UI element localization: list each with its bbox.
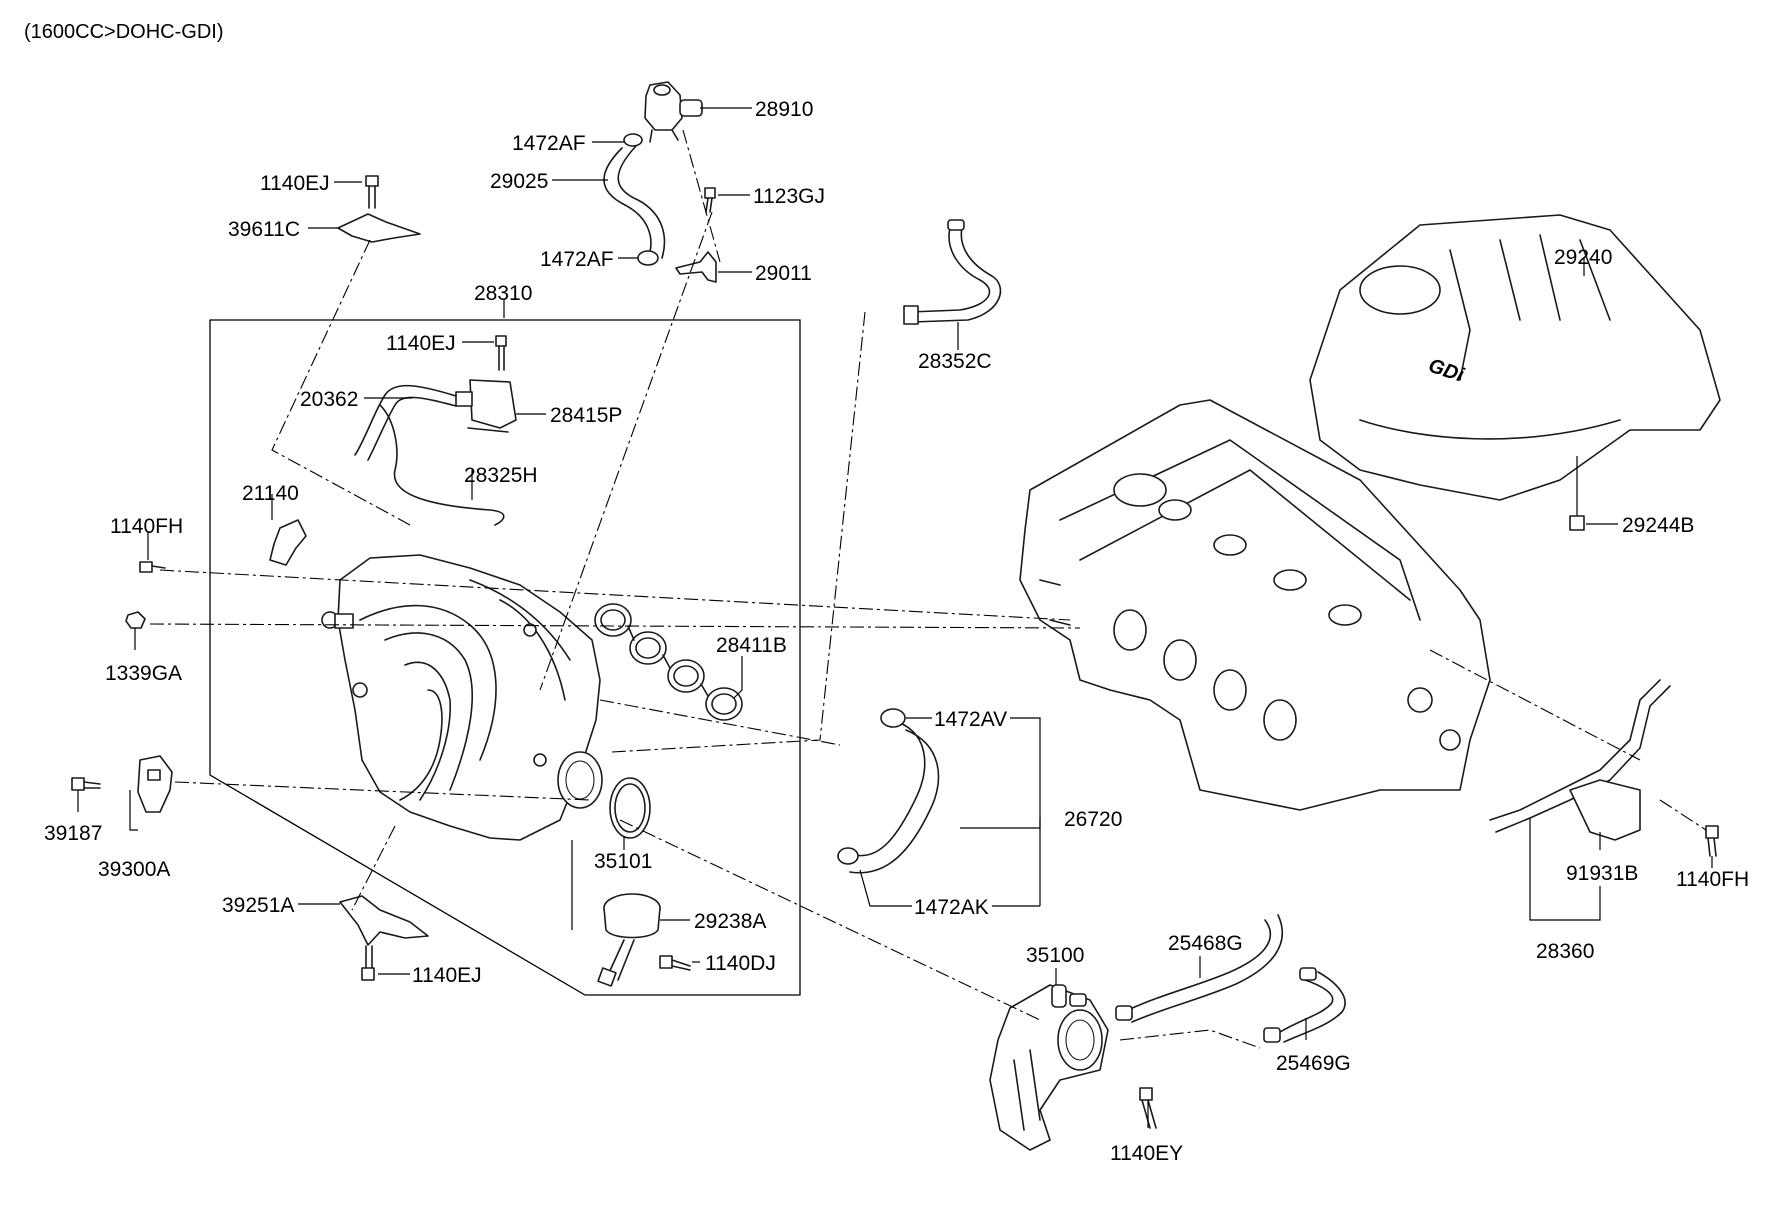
label-29238a: 29238A — [694, 910, 766, 933]
label-1140ej-mid: 1140EJ — [386, 332, 456, 355]
label-1472av: 1472AV — [934, 708, 1007, 731]
label-1339ga: 1339GA — [105, 662, 182, 685]
throttle-body-35100 — [989, 984, 1109, 1151]
label-28415p: 28415P — [550, 404, 622, 427]
label-1472af-bottom: 1472AF — [540, 248, 614, 271]
fitting-21140 — [269, 519, 307, 566]
bracket-29011 — [675, 251, 717, 283]
label-1123gj: 1123GJ — [753, 185, 825, 208]
label-1472ak: 1472AK — [914, 896, 989, 919]
label-1140ej-bottom: 1140EJ — [412, 964, 482, 987]
engine-cover-29240: GDi — [1309, 214, 1721, 501]
label-26720: 26720 — [1064, 808, 1122, 831]
hose-clamp-28352c — [903, 305, 919, 325]
bracket-91931b — [1569, 779, 1641, 841]
coolant-hose-25469g — [1279, 971, 1346, 1043]
bolt-1140ej-mid — [495, 335, 507, 371]
manifold-assembly-frame — [209, 319, 801, 996]
label-1140ey: 1140EY — [1110, 1142, 1183, 1165]
hose-28352c — [909, 227, 1002, 323]
bolt-1140ey — [1139, 1087, 1157, 1129]
vacuum-hose-29025 — [603, 145, 666, 259]
bracket-39611c — [337, 213, 421, 243]
label-28910: 28910 — [755, 98, 813, 121]
leader-lines — [77, 107, 1713, 1128]
label-35101: 35101 — [594, 850, 652, 873]
label-21140: 21140 — [242, 482, 299, 505]
hose-clamp-1472af-bottom — [637, 250, 659, 266]
label-39187: 39187 — [44, 822, 102, 845]
bracket-39251a — [339, 895, 429, 946]
label-39251a: 39251A — [222, 894, 294, 917]
hose-end-25468g — [1115, 1005, 1133, 1021]
vacuum-hose-28325h — [379, 404, 505, 526]
label-29025: 29025 — [490, 170, 548, 193]
label-29240: 29240 — [1554, 246, 1612, 269]
hose-26720 — [849, 721, 940, 874]
hose-end-25469g-top — [1299, 967, 1317, 981]
nut-1339ga — [125, 611, 146, 629]
intake-gaskets-28411b — [594, 603, 743, 721]
label-28352c: 28352C — [918, 350, 992, 373]
throttle-gasket-35101 — [609, 777, 651, 839]
hose-clamp-1472af-top — [623, 133, 643, 147]
vacuum-hose-20362 — [354, 384, 457, 461]
bolt-1140dj — [659, 955, 691, 971]
alignment-lines — [149, 129, 1707, 1049]
bolt-39187 — [71, 777, 101, 791]
label-29244b: 29244B — [1622, 514, 1694, 537]
intake-manifold — [321, 554, 603, 841]
part-labels: 28910 1472AF 29025 1123GJ 1472AF 29011 1… — [44, 98, 1749, 1165]
label-39611c: 39611C — [228, 218, 300, 241]
map-sensor-39300a — [137, 755, 173, 813]
label-28325h: 28325H — [464, 464, 538, 487]
label-35100: 35100 — [1026, 944, 1084, 967]
label-39300a: 39300A — [98, 858, 170, 881]
solenoid-valve-28415p — [455, 379, 517, 433]
hose-end-25469g — [1263, 1027, 1281, 1043]
engine-spec-header: (1600CC>DOHC-GDI) — [24, 21, 223, 43]
label-20362: 20362 — [300, 388, 358, 411]
bolt-1140ej-top — [365, 175, 379, 209]
label-28310: 28310 — [474, 282, 532, 305]
label-25468g: 25468G — [1168, 932, 1243, 955]
label-25469g: 25469G — [1276, 1052, 1351, 1075]
label-91931b: 91931B — [1566, 862, 1638, 885]
hose-clamp-1472av — [880, 708, 906, 728]
label-29011: 29011 — [755, 262, 812, 285]
label-1140fh-left: 1140FH — [110, 515, 183, 538]
label-28411b: 28411B — [716, 634, 787, 657]
label-1140dj: 1140DJ — [705, 952, 776, 975]
label-1472af-top: 1472AF — [512, 132, 586, 155]
hose-clamp-1472ak — [837, 847, 859, 865]
bolt-1140fh-right — [1705, 825, 1719, 857]
purge-control-valve-28910 — [644, 81, 703, 143]
coolant-hose-25468g — [1127, 914, 1284, 1023]
bolt-1140ej-bottom — [361, 945, 375, 981]
bolt-1140fh-left — [139, 561, 166, 573]
hose-end-28352c-top — [947, 219, 965, 231]
label-1140fh-right: 1140FH — [1676, 868, 1749, 891]
grommet-29244b — [1569, 515, 1585, 531]
engine-cylinder-head — [1019, 399, 1491, 811]
label-1140ej-top: 1140EJ — [260, 172, 330, 195]
actuator-29238a — [597, 893, 661, 987]
bolt-1123gj — [704, 187, 716, 213]
label-28360: 28360 — [1536, 940, 1594, 963]
